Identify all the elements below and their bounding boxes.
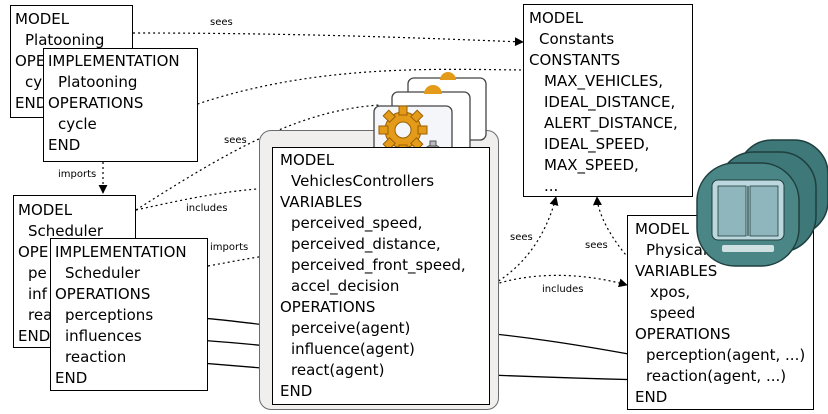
operation-perceptions: pe	[28, 264, 47, 282]
platooning-impl-box: IMPLEMENTATION Platooning OPERATIONS cyc…	[43, 48, 198, 162]
imports-edge-scheduler-impl-controllers	[207, 251, 273, 267]
keyword-end: END	[635, 388, 668, 406]
variable-speed: speed	[650, 304, 696, 322]
operation-react: react(agent)	[291, 361, 385, 379]
keyword-implementation: IMPLEMENTATION	[48, 52, 180, 70]
operation-perceive: perceive(agent)	[291, 319, 411, 337]
edge-label-sees: sees	[585, 240, 608, 251]
variable-perceived-distance: perceived_distance,	[291, 235, 441, 253]
constant-ideal-speed: IDEAL_SPEED,	[544, 135, 650, 153]
edge-label-includes: includes	[542, 284, 584, 295]
keyword-end: END	[55, 369, 88, 387]
edge-label-sees: sees	[510, 232, 533, 243]
model-name: VehiclesControllers	[291, 172, 435, 190]
keyword-constants: CONSTANTS	[529, 51, 621, 69]
constant-alert-distance: ALERT_DISTANCE,	[544, 114, 678, 132]
keyword-operations: OPERATIONS	[635, 325, 731, 343]
operation-reaction: reaction(agent, ...)	[646, 367, 787, 385]
constants-model-box: MODEL Constants CONSTANTS MAX_VEHICLES, …	[523, 4, 693, 197]
model-name: Scheduler	[28, 222, 104, 240]
operation-cycle: cycle	[58, 115, 97, 133]
edge-label-imports: imports	[210, 242, 249, 253]
operation-reaction: reaction	[65, 348, 127, 366]
keyword-operations: OPERATIONS	[55, 285, 151, 303]
operation-influences: inf	[28, 285, 47, 303]
keyword-model: MODEL	[280, 151, 335, 169]
sees-edge-platooning-constants	[132, 32, 524, 47]
edge-label-imports: imports	[58, 169, 97, 180]
physical-model-box: MODEL PhysicalVehicles VARIABLES xpos, s…	[627, 215, 814, 410]
keyword-end: END	[18, 327, 51, 345]
sees-edge-platooning-impl-constants	[159, 65, 536, 119]
sees-edge-controllers-constants	[489, 196, 559, 287]
constant-ellipsis: ...	[544, 177, 559, 195]
keyword-implementation: IMPLEMENTATION	[55, 243, 187, 261]
keyword-variables: VARIABLES	[280, 193, 363, 211]
keyword-variables: VARIABLES	[635, 262, 718, 280]
variable-perceived-front-speed: perceived_front_speed,	[291, 256, 466, 274]
operation-perceptions: perceptions	[65, 306, 154, 324]
operation-influences: influences	[65, 327, 142, 345]
edge-label-includes: includes	[186, 203, 228, 214]
variable-xpos: xpos,	[650, 283, 691, 301]
keyword-operations: OPERATIONS	[280, 298, 376, 316]
keyword-model: MODEL	[529, 9, 584, 27]
edge-label-sees: sees	[224, 135, 247, 146]
keyword-end: END	[48, 136, 81, 154]
constant-max-vehicles: MAX_VEHICLES,	[544, 72, 664, 90]
constant-ideal-distance: IDEAL_DISTANCE,	[544, 93, 676, 111]
keyword-model: MODEL	[15, 10, 70, 28]
variable-accel-decision: accel_decision	[291, 277, 400, 295]
constant-max-speed: MAX_SPEED,	[544, 156, 639, 174]
keyword-end: END	[280, 382, 313, 400]
variable-perceived-speed: perceived_speed,	[291, 214, 423, 232]
keyword-end: END	[15, 94, 48, 112]
model-name: Constants	[539, 30, 615, 48]
keyword-operations: OPE	[15, 52, 46, 70]
model-name: PhysicalVehicles	[646, 241, 769, 259]
impl-name: Scheduler	[65, 264, 141, 282]
scheduler-impl-box: IMPLEMENTATION Scheduler OPERATIONS perc…	[50, 238, 208, 391]
keyword-operations: OPERATIONS	[48, 94, 144, 112]
edge-label-sees: sees	[210, 17, 233, 28]
keyword-model: MODEL	[18, 201, 73, 219]
operation-influence: influence(agent)	[291, 340, 415, 358]
impl-name: Platooning	[58, 73, 138, 91]
operation-cycle: cy	[25, 73, 43, 91]
keyword-model: MODEL	[635, 220, 690, 238]
operation-perception: perception(agent, ...)	[646, 346, 806, 364]
keyword-operations: OPE	[18, 243, 49, 261]
controllers-model-box: MODEL VehiclesControllers VARIABLES perc…	[272, 147, 490, 405]
model-name: Platooning	[25, 31, 105, 49]
operation-reaction: rea	[28, 306, 53, 324]
